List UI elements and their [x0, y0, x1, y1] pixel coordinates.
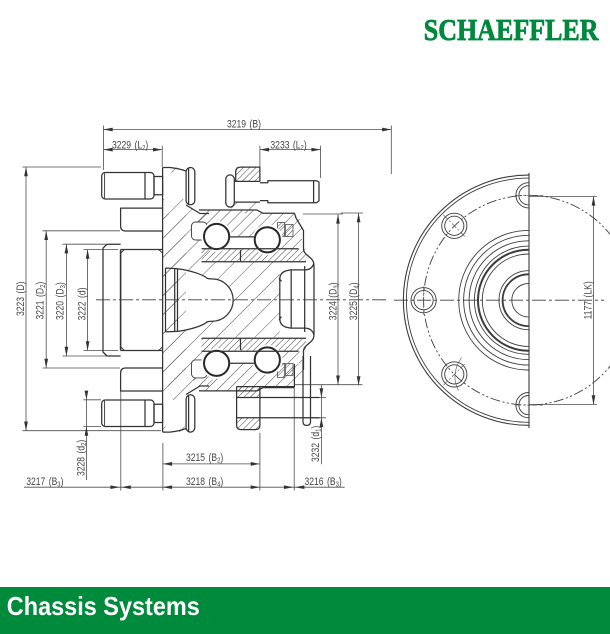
svg-text:3232 (d1): 3232 (d1): [310, 426, 323, 462]
svg-text:Chassis Systems: Chassis Systems: [7, 591, 200, 621]
svg-text:3217 (B3): 3217 (B3): [26, 476, 63, 489]
svg-text:3222 (d): 3222 (d): [76, 288, 88, 321]
svg-text:3225 (D4): 3225 (D4): [348, 282, 361, 320]
svg-text:3229 (L2): 3229 (L2): [112, 140, 148, 153]
svg-text:3233 (L2): 3233 (L2): [270, 140, 306, 153]
svg-text:3218 (B4): 3218 (B4): [186, 476, 223, 489]
svg-text:3224 (D3): 3224 (D3): [328, 282, 341, 320]
svg-text:3220 (D3): 3220 (D3): [55, 282, 68, 320]
svg-text:3219 (B): 3219 (B): [227, 118, 261, 130]
svg-text:3216 (B3): 3216 (B3): [305, 476, 342, 489]
svg-text:3223 (D): 3223 (D): [15, 282, 27, 316]
svg-text:3221 (D2): 3221 (D2): [34, 282, 47, 320]
svg-text:3228 (d2): 3228 (d2): [76, 440, 89, 476]
svg-text:3215 (B2): 3215 (B2): [186, 452, 223, 465]
svg-text:SCHAEFFLER: SCHAEFFLER: [424, 13, 600, 47]
